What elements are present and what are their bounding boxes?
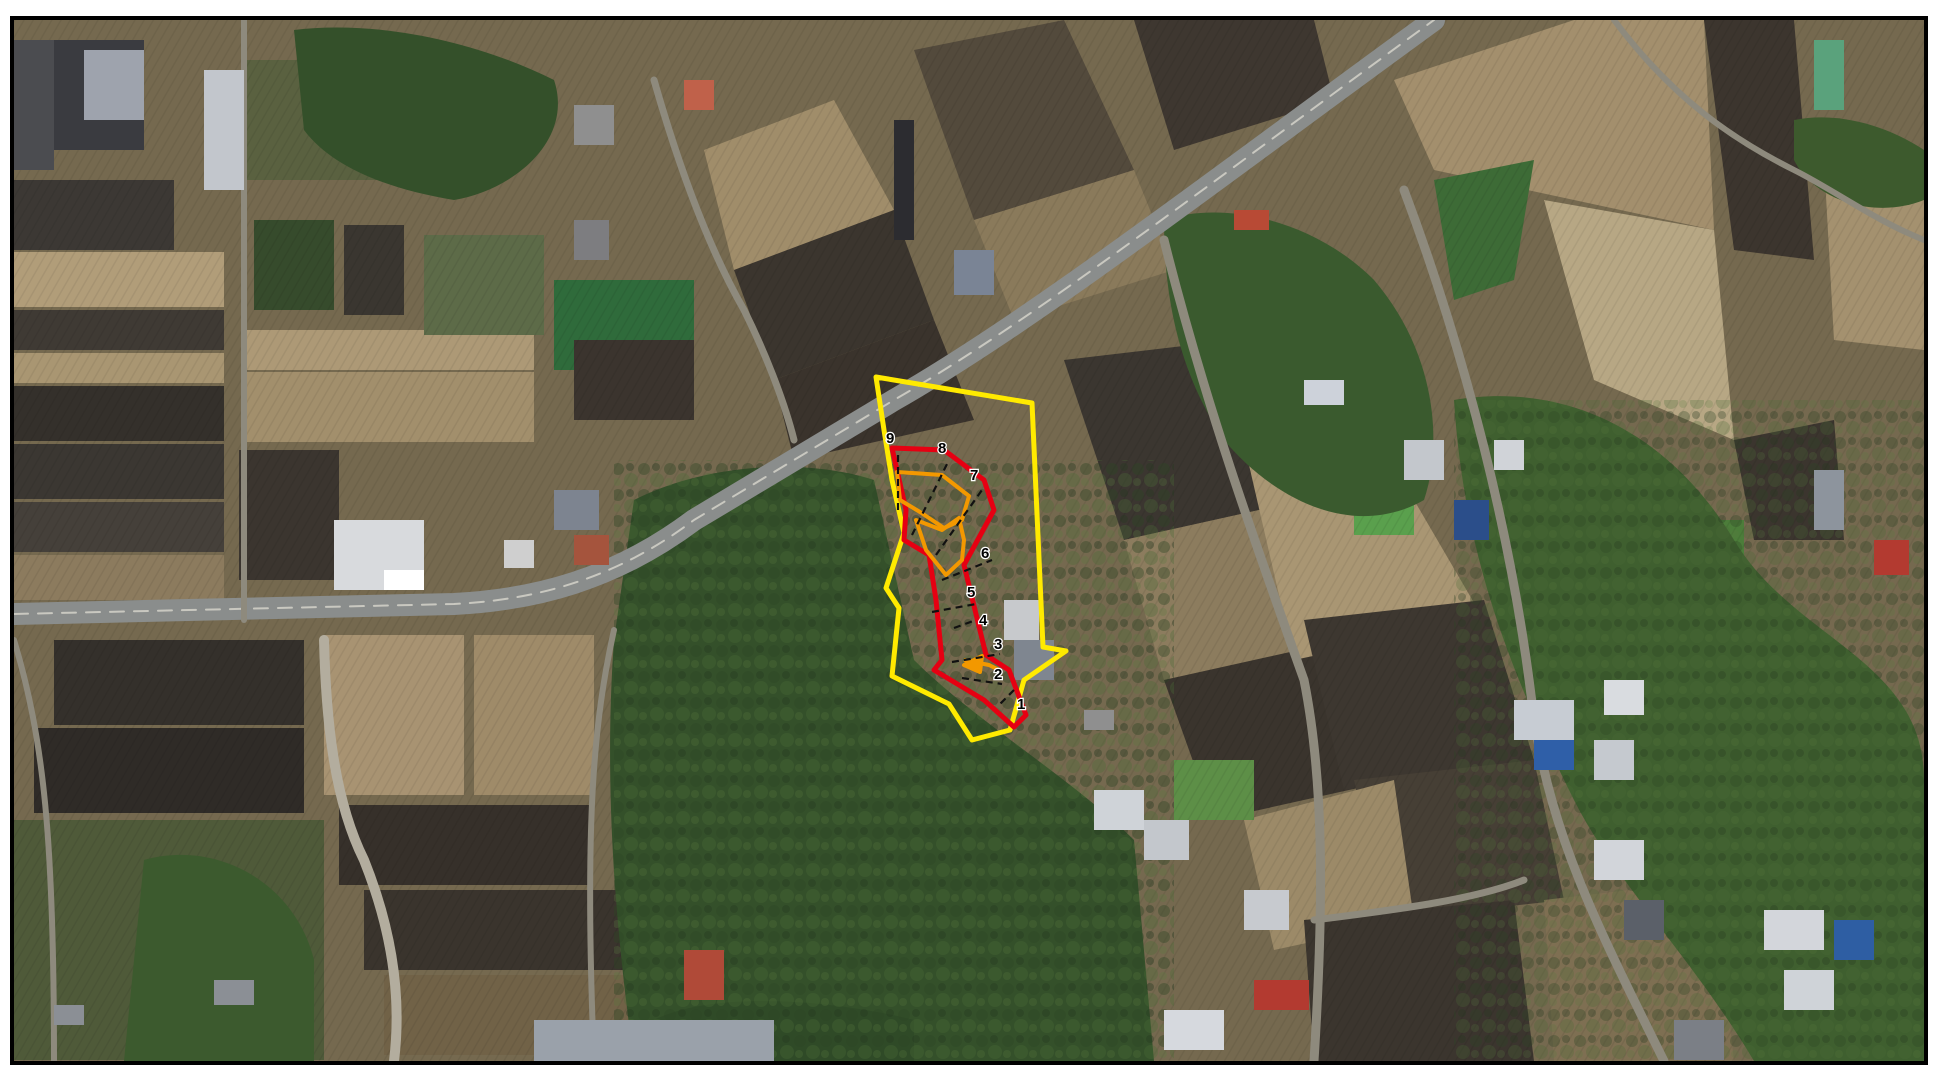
map-frame: 1 2 3 4 5 6 7 8 9: [10, 16, 1928, 1065]
section-line-3[interactable]: [951, 652, 1001, 664]
section-lines: [896, 450, 1015, 706]
section-line-2[interactable]: [961, 676, 1003, 686]
section-line-6[interactable]: [941, 558, 993, 582]
sub-area-arrow: [962, 654, 984, 674]
section-label-4: 4: [979, 612, 988, 629]
section-label-9: 9: [886, 430, 894, 447]
section-line-7[interactable]: [935, 489, 983, 556]
section-label-1: 1: [1017, 696, 1025, 713]
section-label-8: 8: [938, 440, 946, 457]
inner-boundary[interactable]: [889, 445, 1029, 730]
section-line-8[interactable]: [911, 459, 950, 536]
roads: [14, 20, 1924, 1061]
section-label-6: 6: [981, 545, 989, 562]
section-labels: 1 2 3 4 5 6 7 8 9: [885, 429, 1027, 715]
section-line-1[interactable]: [998, 689, 1015, 706]
outer-boundary[interactable]: [873, 374, 1069, 743]
section-label-3: 3: [994, 636, 1002, 653]
buildings: [14, 40, 1909, 1061]
section-label-7: 7: [970, 467, 978, 484]
section-label-5: 5: [967, 584, 975, 601]
sub-areas: [895, 470, 1000, 674]
section-label-2: 2: [994, 666, 1002, 683]
section-line-4[interactable]: [953, 618, 977, 630]
section-line-5[interactable]: [931, 602, 977, 614]
aerial-map[interactable]: 1 2 3 4 5 6 7 8 9: [14, 20, 1924, 1061]
sub-area-middle[interactable]: [914, 516, 966, 577]
